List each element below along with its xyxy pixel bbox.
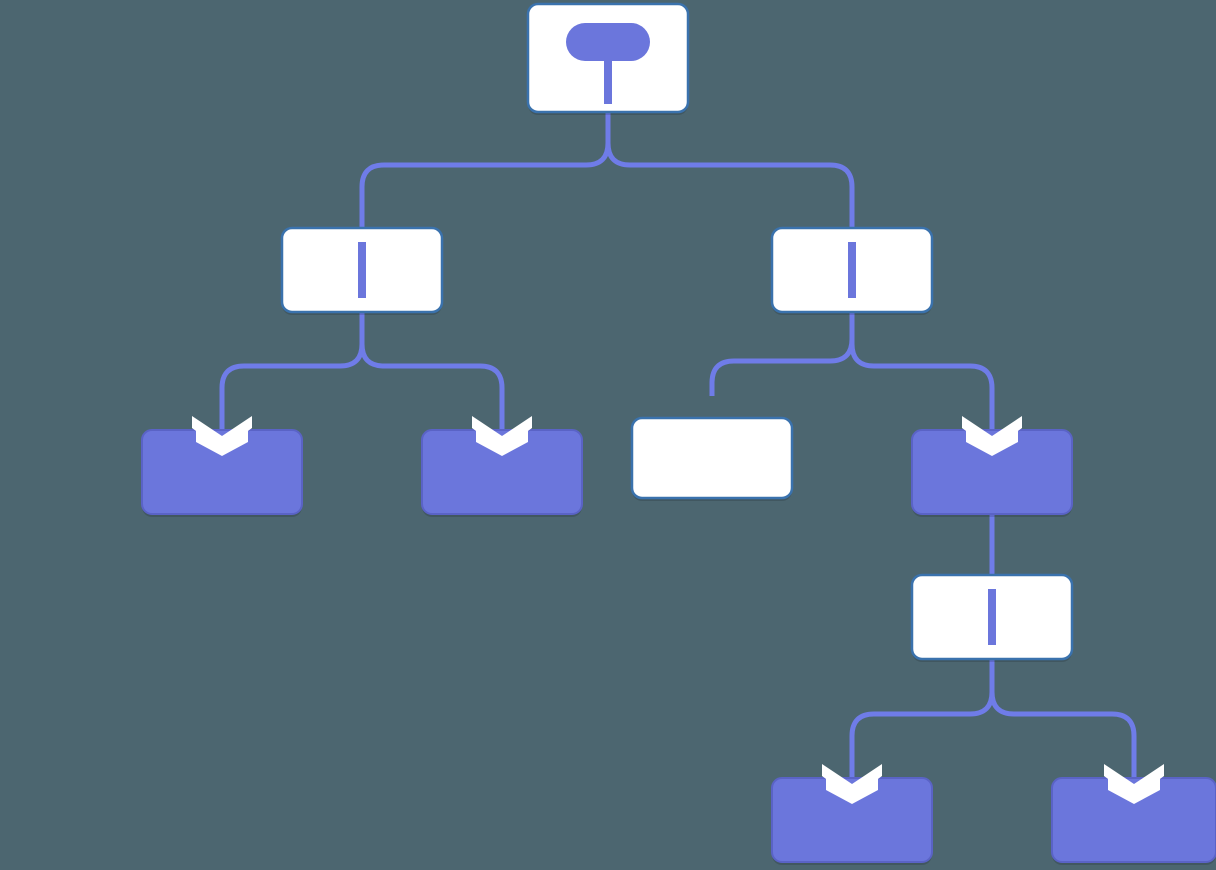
- branch-node-d[interactable]: [911, 429, 1073, 517]
- arrowhead-icon: [472, 416, 532, 456]
- pill-stem-glyph: [604, 56, 612, 104]
- arrow-chevron-upper: [472, 416, 532, 450]
- arrow-chevron-lower: [196, 430, 248, 456]
- arrow-chevron-lower: [826, 778, 878, 804]
- arrow-layer: [192, 416, 1164, 804]
- arrowhead-icon: [192, 416, 252, 456]
- arrow-chevron-upper: [192, 416, 252, 450]
- connector-edge-mid-to-e: [849, 659, 995, 778]
- arrow-chevron-upper: [1104, 764, 1164, 798]
- edge-layer: [219, 112, 1137, 778]
- arrowhead-icon: [822, 764, 882, 804]
- leaf-node-f[interactable]: [1051, 777, 1216, 865]
- pill-glyph: [566, 23, 650, 61]
- arrow-chevron-upper: [962, 416, 1022, 450]
- arrow-chevron-upper: [822, 764, 882, 798]
- connector-edge-left-to-a: [219, 312, 365, 430]
- root-node[interactable]: [526, 2, 690, 115]
- connector-edge-root-to-right: [605, 112, 855, 228]
- node-body[interactable]: [771, 777, 933, 863]
- connector-edge-mid-to-f: [989, 659, 1137, 778]
- leaf-node-c[interactable]: [630, 416, 794, 501]
- node-layer: [141, 2, 1216, 865]
- connector-edge-left-to-b: [359, 312, 505, 430]
- vertical-bar-glyph: [988, 589, 996, 645]
- vertical-bar-glyph: [358, 242, 366, 298]
- arrowhead-icon: [1104, 764, 1164, 804]
- arrowhead-icon: [962, 416, 1022, 456]
- node-body[interactable]: [630, 416, 794, 500]
- branch-node-mid[interactable]: [910, 573, 1074, 662]
- arrow-chevron-lower: [1108, 778, 1160, 804]
- vertical-bar-glyph: [848, 242, 856, 298]
- connector-edge-right-to-d: [849, 312, 995, 430]
- node-body[interactable]: [141, 429, 303, 515]
- branch-node-left[interactable]: [280, 226, 444, 315]
- leaf-node-a[interactable]: [141, 429, 303, 517]
- node-body[interactable]: [421, 429, 583, 515]
- node-body[interactable]: [911, 429, 1073, 515]
- branch-node-right[interactable]: [770, 226, 934, 315]
- connector-edge-right-to-c: [709, 312, 855, 396]
- leaf-node-e[interactable]: [771, 777, 933, 865]
- arrow-chevron-lower: [476, 430, 528, 456]
- arrow-chevron-lower: [966, 430, 1018, 456]
- node-body[interactable]: [1051, 777, 1216, 863]
- connector-edge-root-to-left: [359, 112, 611, 228]
- leaf-node-b[interactable]: [421, 429, 583, 517]
